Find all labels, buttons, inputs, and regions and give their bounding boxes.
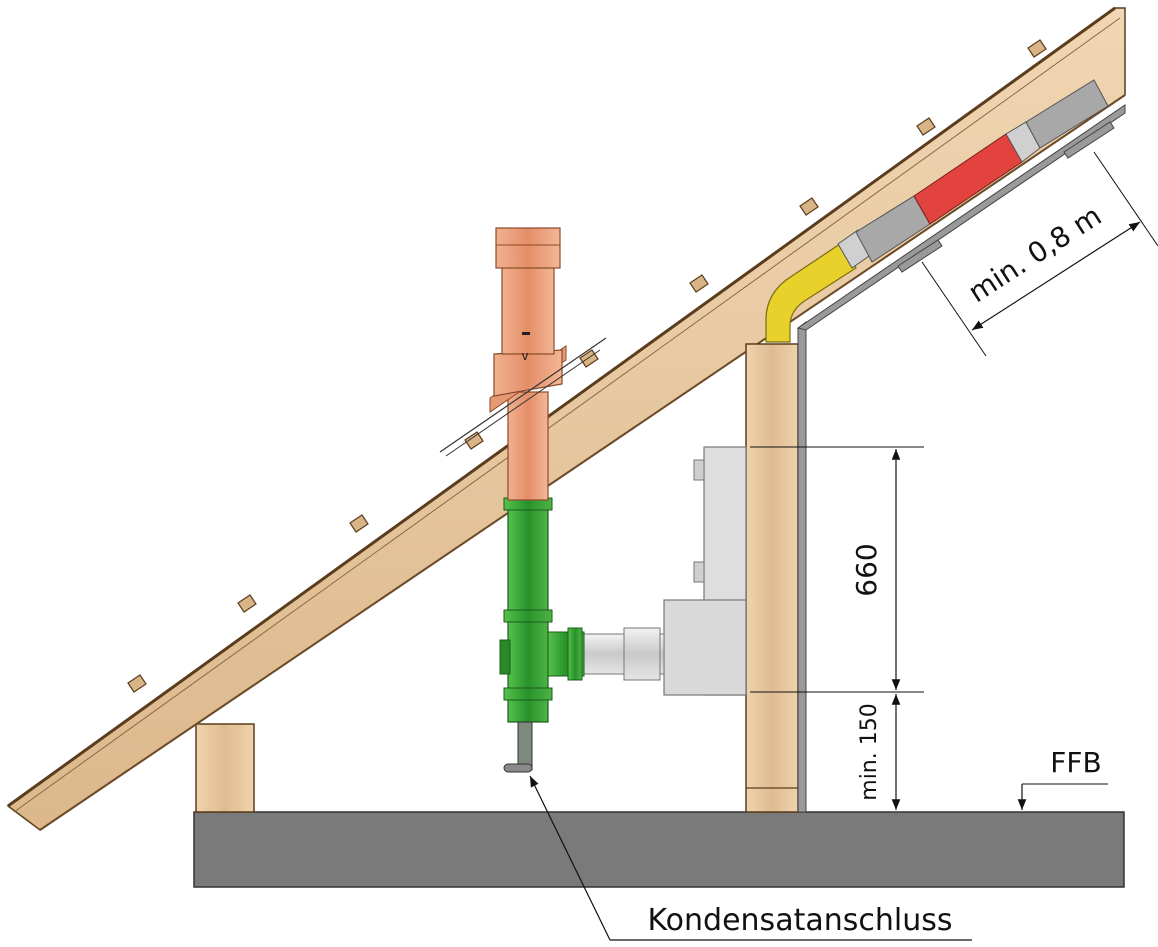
flue-flashing-line [439,337,607,453]
condensate-label: Kondensatanschluss [648,903,953,938]
dimension-min-150: min. 150 [857,694,901,810]
roof-rafter [6,7,1126,831]
knee-wall-post [195,723,255,813]
condensate-outlet [503,721,533,773]
boiler-connector-pipe [581,627,665,681]
condensate-callout: Kondensatanschluss [529,775,972,941]
roof-underside-line [39,94,1126,831]
dim-660-text: 660 [850,543,883,596]
ffb-marker: FFB [1017,746,1108,810]
vertical-post [745,343,799,813]
roof-tile-line [7,6,1116,808]
boiler-unit [663,446,747,696]
horizontal-flue-pipe [765,79,1115,343]
roof-lath-line [13,17,1121,813]
dimension-660: 660 [750,446,924,693]
svg-text:v: v [521,349,528,363]
wall-board [797,321,807,813]
condensate-tee-green [499,497,585,723]
ffb-text: FFB [1050,746,1101,779]
flue-flashing-line-2 [445,349,601,457]
ceiling-board [796,104,1126,331]
dim-min-150-text: min. 150 [857,703,882,800]
dim-min-08m-text: min. 0,8 m [962,199,1107,309]
floor-slab [193,811,1125,888]
roof-battens [127,39,1047,693]
roof-flue-terminal: v [489,227,567,501]
